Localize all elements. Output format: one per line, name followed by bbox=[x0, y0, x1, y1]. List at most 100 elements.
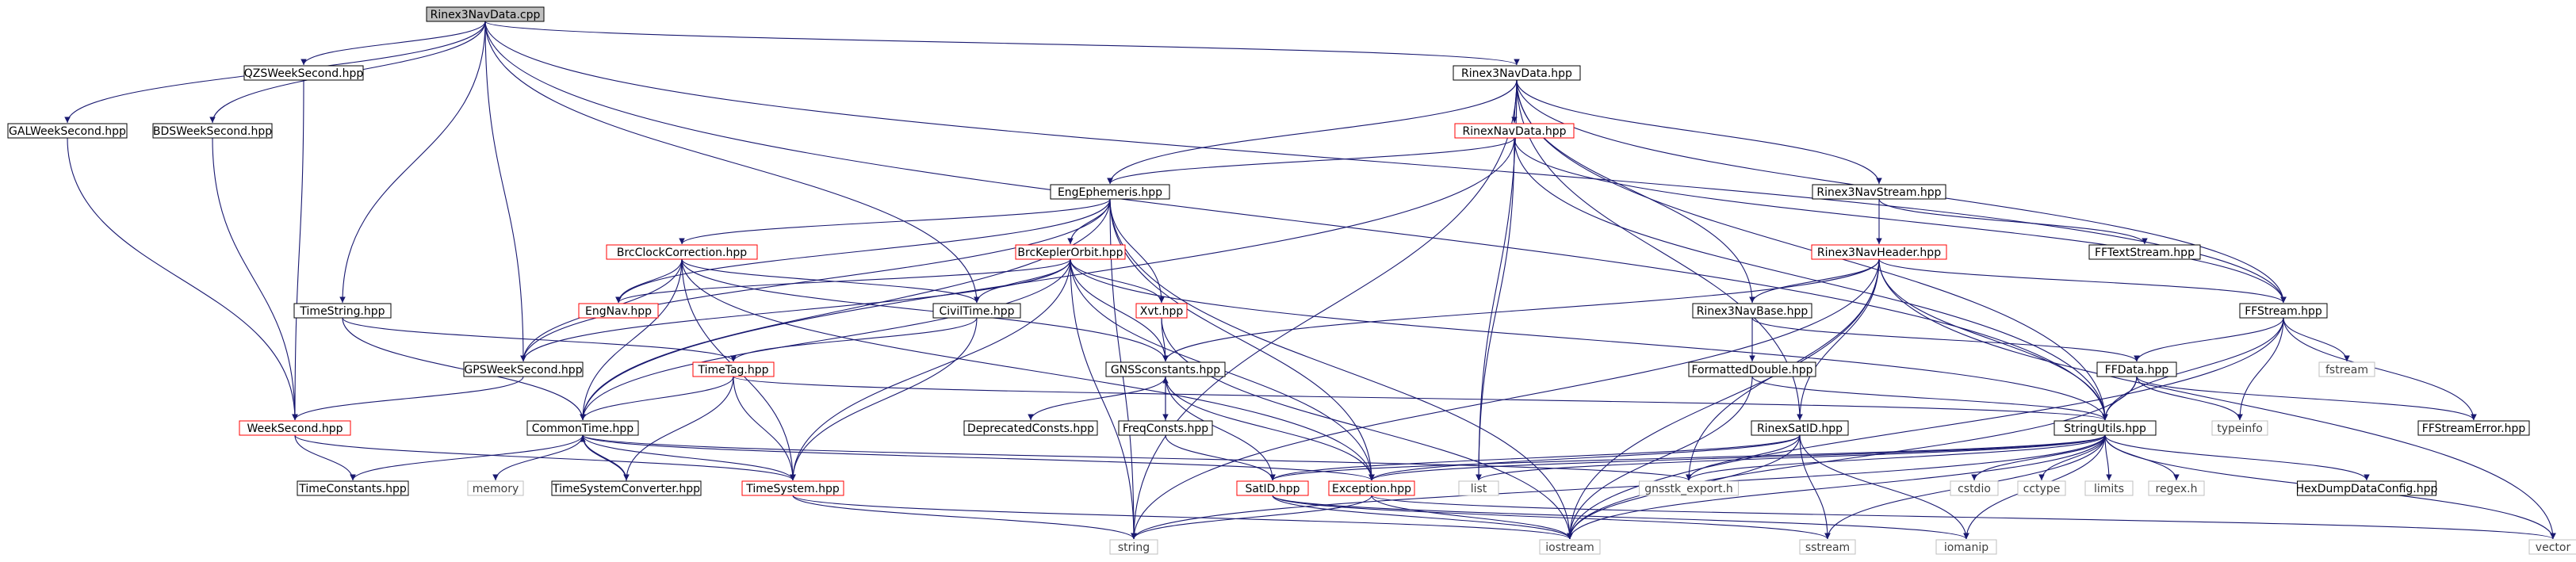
edge-strutils-to-gnsstk bbox=[1686, 434, 2106, 481]
node-exception[interactable]: Exception.hpp bbox=[1328, 480, 1415, 496]
node-ffdata[interactable]: FFData.hpp bbox=[2096, 361, 2177, 377]
node-typeinfo: typeinfo bbox=[2211, 420, 2268, 436]
node-gnss[interactable]: GNSSconstants.hpp bbox=[1105, 361, 1226, 377]
node-timeconst[interactable]: TimeConstants.hpp bbox=[297, 480, 409, 496]
edge-civil-to-timetag bbox=[730, 317, 978, 362]
node-timetag-box bbox=[692, 361, 775, 377]
edge-timetag-to-timesys bbox=[733, 376, 796, 481]
node-fftext[interactable]: FFTextStream.hpp bbox=[2088, 244, 2201, 260]
edge-root-to-gpsws bbox=[484, 21, 526, 362]
node-root[interactable]: Rinex3NavData.cpp bbox=[426, 6, 545, 22]
edge-common-to-timesys bbox=[582, 434, 796, 481]
node-regex-box bbox=[2148, 480, 2205, 496]
node-cstdio-box bbox=[1950, 480, 1999, 496]
edge-engeph-to-brcclock bbox=[679, 198, 1111, 245]
node-iostream: iostream bbox=[1539, 539, 1601, 555]
node-qzs[interactable]: QZSWeekSecond.hpp bbox=[243, 65, 364, 81]
edge-timetag-to-strutils bbox=[733, 376, 2108, 421]
edge-r3nh-to-string bbox=[1131, 258, 1880, 540]
node-engeph[interactable]: EngEphemeris.hpp bbox=[1050, 184, 1170, 200]
node-list-label: list bbox=[1471, 483, 1487, 495]
edge-r3nh-to-strutils bbox=[1878, 258, 2108, 421]
node-gnsstk-box bbox=[1639, 480, 1739, 496]
edge-ffdata-to-iostream bbox=[1567, 376, 2138, 540]
node-r3nb[interactable]: Rinex3NavBase.hpp bbox=[1692, 303, 1812, 319]
node-gal[interactable]: GALWeekSecond.hpp bbox=[7, 123, 128, 139]
node-civil-box bbox=[932, 303, 1021, 319]
edge-ffdata-to-fferr bbox=[2136, 376, 2477, 421]
node-timestring-box bbox=[293, 303, 392, 319]
edge-satid-to-sstream bbox=[1272, 495, 1831, 540]
node-memory-label: memory bbox=[473, 483, 519, 495]
node-weeksec[interactable]: WeekSecond.hpp bbox=[239, 420, 351, 436]
node-r3nh-box bbox=[1811, 244, 1947, 260]
edge-r3nd-to-list bbox=[1476, 79, 1518, 481]
node-r3nb-box bbox=[1692, 303, 1812, 319]
node-gnsstk-label: gnsstk_export.h bbox=[1644, 483, 1733, 495]
node-gpsws-box bbox=[463, 361, 584, 377]
node-satid-label: SatID.hpp bbox=[1246, 483, 1300, 495]
node-brcclock-label: BrcClockCorrection.hpp bbox=[617, 247, 747, 259]
node-fstream-label: fstream bbox=[2325, 364, 2368, 377]
node-civil-label: CivilTime.hpp bbox=[939, 305, 1014, 318]
node-r3nd[interactable]: Rinex3NavData.hpp bbox=[1453, 65, 1581, 81]
edge-strutils-to-hexdump bbox=[2104, 434, 2370, 481]
node-satid[interactable]: SatID.hpp bbox=[1236, 480, 1309, 496]
edge-brcclock-to-gnss bbox=[681, 258, 1169, 362]
node-timestring[interactable]: TimeString.hpp bbox=[293, 303, 392, 319]
node-exception-label: Exception.hpp bbox=[1332, 483, 1411, 495]
node-r3nd-box bbox=[1453, 65, 1581, 81]
node-deprec[interactable]: DeprecatedConsts.hpp bbox=[963, 420, 1098, 436]
node-brcclock[interactable]: BrcClockCorrection.hpp bbox=[606, 244, 758, 260]
node-freq[interactable]: FreqConsts.hpp bbox=[1118, 420, 1213, 436]
node-engnav-box bbox=[578, 303, 659, 319]
node-bds[interactable]: BDSWeekSecond.hpp bbox=[152, 123, 273, 139]
edge-rsatid-to-exception bbox=[1368, 434, 1801, 481]
node-timetag[interactable]: TimeTag.hpp bbox=[692, 361, 775, 377]
edge-r3nd-to-r3ns bbox=[1516, 79, 1882, 185]
node-brckep-label: BrcKeplerOrbit.hpp bbox=[1017, 247, 1123, 259]
node-strutils[interactable]: StringUtils.hpp bbox=[2054, 420, 2157, 436]
node-rsatid[interactable]: RinexSatID.hpp bbox=[1751, 420, 1849, 436]
node-cctype: cctype bbox=[2017, 480, 2066, 496]
node-rnd-label: RinexNavData.hpp bbox=[1462, 125, 1566, 138]
node-civil[interactable]: CivilTime.hpp bbox=[932, 303, 1021, 319]
node-brckep[interactable]: BrcKeplerOrbit.hpp bbox=[1015, 244, 1126, 260]
node-bds-box bbox=[152, 123, 273, 139]
node-fmtdbl-label: FormattedDouble.hpp bbox=[1691, 364, 1812, 377]
edge-root-to-civil bbox=[484, 21, 980, 304]
node-r3nh[interactable]: Rinex3NavHeader.hpp bbox=[1811, 244, 1947, 260]
node-timesys[interactable]: TimeSystem.hpp bbox=[741, 480, 844, 496]
node-timetag-label: TimeTag.hpp bbox=[697, 364, 768, 377]
node-hexdump[interactable]: HexDumpDataConfig.hpp bbox=[2296, 480, 2438, 496]
node-vector-box bbox=[2528, 539, 2576, 555]
node-fferr[interactable]: FFStreamError.hpp bbox=[2417, 420, 2530, 436]
node-weeksec-label: WeekSecond.hpp bbox=[247, 422, 343, 435]
node-rnd[interactable]: RinexNavData.hpp bbox=[1454, 123, 1575, 139]
node-freq-label: FreqConsts.hpp bbox=[1123, 422, 1208, 435]
edge-satid-to-iostream bbox=[1272, 495, 1573, 540]
edge-rnd-to-engeph bbox=[1107, 137, 1515, 185]
node-gpsws[interactable]: GPSWeekSecond.hpp bbox=[463, 361, 584, 377]
edge-r3nh-to-r3nb bbox=[1749, 258, 1880, 304]
edge-brcclock-to-engnav bbox=[615, 258, 683, 304]
edge-ffstream-to-ffdata bbox=[2134, 317, 2284, 362]
node-r3ns[interactable]: Rinex3NavStream.hpp bbox=[1812, 184, 1946, 200]
node-fmtdbl[interactable]: FormattedDouble.hpp bbox=[1688, 361, 1816, 377]
node-bds-label: BDSWeekSecond.hpp bbox=[153, 125, 272, 138]
node-tsconv[interactable]: TimeSystemConverter.hpp bbox=[551, 480, 702, 496]
node-xvt[interactable]: Xvt.hpp bbox=[1135, 303, 1188, 319]
edge-brckep-to-timesys bbox=[790, 258, 1071, 481]
edge-r3ns-to-fftext bbox=[1878, 198, 2148, 245]
node-iostream-label: iostream bbox=[1545, 541, 1594, 554]
node-qzs-box bbox=[243, 65, 364, 81]
edge-timetag-to-common bbox=[580, 376, 734, 421]
edge-ffstream-to-fstream bbox=[2283, 317, 2350, 362]
node-freq-box bbox=[1118, 420, 1213, 436]
edge-engeph-to-brckep bbox=[1067, 198, 1111, 245]
node-ffstream[interactable]: FFStream.hpp bbox=[2239, 303, 2328, 319]
node-common[interactable]: CommonTime.hpp bbox=[526, 420, 639, 436]
node-engnav[interactable]: EngNav.hpp bbox=[578, 303, 659, 319]
node-r3nd-label: Rinex3NavData.hpp bbox=[1461, 67, 1572, 80]
